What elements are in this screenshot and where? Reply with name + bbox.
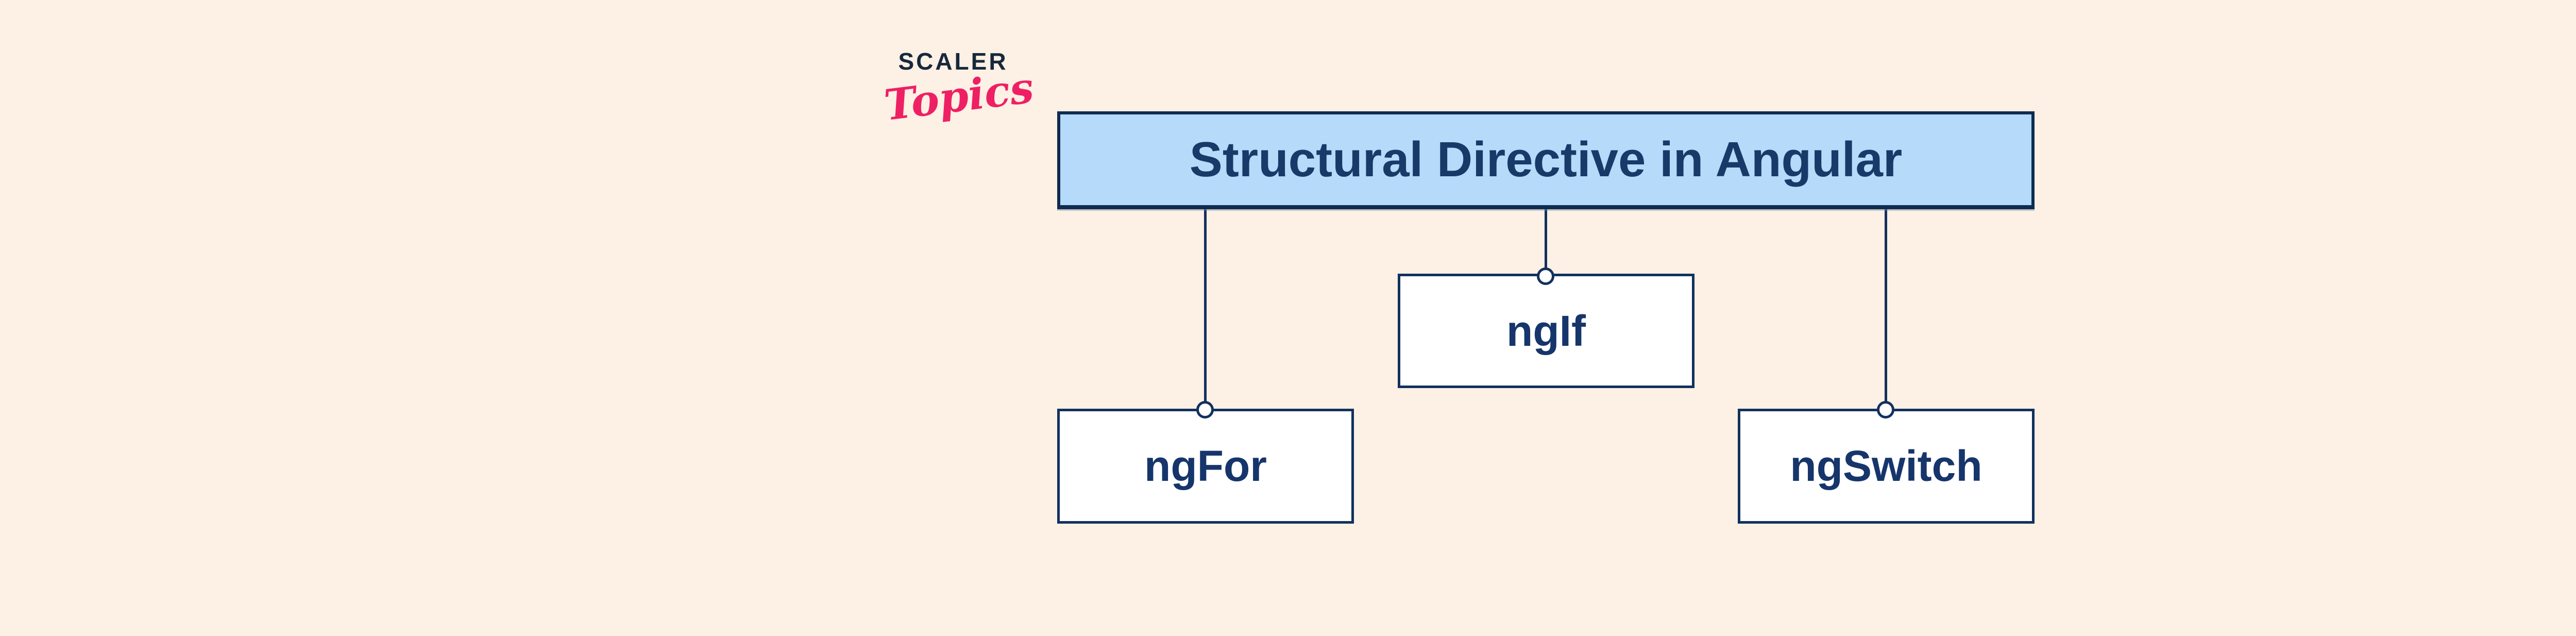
node-ngfor-label: ngFor: [1144, 442, 1267, 490]
scaler-topics-logo: SCALER Topics: [882, 48, 1036, 130]
node-ngfor: ngFor: [1057, 409, 1354, 524]
node-ngswitch: ngSwitch: [1738, 409, 2035, 524]
connector-line-ngswitch: [1885, 209, 1887, 402]
anchor-circle-ngfor: [1196, 401, 1214, 419]
node-ngif: ngIf: [1398, 274, 1694, 388]
node-ngif-label: ngIf: [1506, 306, 1586, 355]
anchor-circle-ngif: [1537, 267, 1554, 285]
connector-line-ngif: [1545, 209, 1547, 269]
node-ngswitch-label: ngSwitch: [1790, 442, 1982, 490]
topics-script-wordmark: Topics: [882, 63, 1037, 130]
connector-line-ngfor: [1204, 209, 1207, 402]
scaler-wordmark: SCALER: [898, 48, 1008, 75]
node-structural-directive: Structural Directive in Angular: [1057, 111, 2035, 209]
anchor-circle-ngswitch: [1877, 401, 1894, 419]
root-node-label: Structural Directive in Angular: [1189, 132, 1903, 187]
